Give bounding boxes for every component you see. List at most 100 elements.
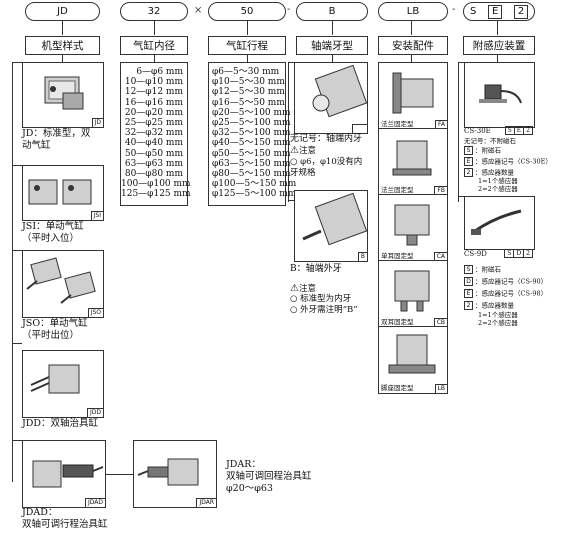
stroke-item: φ25—5～100 mm xyxy=(212,118,291,129)
sensor-count: 1=1个感应器 xyxy=(478,177,518,185)
sensor-n-code: 2 xyxy=(514,4,529,19)
cylinder-icon xyxy=(28,179,92,205)
bore-item: 25—φ25 mm xyxy=(124,118,183,129)
header-model: 机型样式 xyxy=(25,36,100,55)
connector xyxy=(411,19,412,35)
sensor-text: ：感应器记号（CS-90） xyxy=(475,277,548,286)
sensor-text: ：感应器数量 xyxy=(475,301,514,310)
code-bore-pill: 32 xyxy=(120,2,188,21)
mount-image-lb: 脚座固定型 LB xyxy=(378,326,448,394)
stroke-item: φ100—5～150 mm xyxy=(212,179,297,190)
cylinder-icon xyxy=(30,364,80,394)
stroke-item: φ12—5～30 mm xyxy=(212,87,285,98)
sensor-code-tag: S D 2 xyxy=(504,249,533,258)
connector xyxy=(458,62,464,63)
bullet-icon: ○ xyxy=(290,305,301,315)
note-text: φ6，φ10没有内 牙规格 xyxy=(290,157,363,178)
connector xyxy=(12,165,22,166)
clevis-mount-icon xyxy=(394,204,430,246)
mount-tag: CA xyxy=(433,252,447,261)
model-tag: JSI xyxy=(90,211,103,220)
connector xyxy=(497,52,498,62)
sensor-box: S xyxy=(464,265,473,274)
sensor-text: ：感应器记号（CS-98） xyxy=(475,289,548,298)
header-sensor: 附感应装置 xyxy=(463,36,535,55)
stroke-item: φ20—5～100 mm xyxy=(212,107,291,118)
bullet-icon: ○ xyxy=(290,294,301,304)
connector xyxy=(497,19,498,35)
connector xyxy=(154,19,155,35)
sensor-s-code: S xyxy=(469,6,477,17)
mount-tag: CB xyxy=(433,318,447,327)
bore-item: 125—φ125 mm xyxy=(121,189,191,200)
connector xyxy=(62,52,63,62)
bore-item: 20—φ20 mm xyxy=(124,107,183,118)
sensor-code-part: D xyxy=(513,250,523,257)
mount-tag: FA xyxy=(434,120,447,129)
sensor-code-part: 2 xyxy=(523,127,532,134)
connector xyxy=(12,440,22,441)
dash-separator: - xyxy=(452,4,456,15)
model-tag: JDAD xyxy=(84,498,105,507)
code-model-pill: JD xyxy=(25,2,100,21)
model-tag: JDD xyxy=(86,408,103,417)
sensor-line: 2：感应器数量 xyxy=(464,301,514,310)
sensor-code-part: S xyxy=(507,127,512,134)
bore-item: 16—φ16 mm xyxy=(124,97,183,108)
model-image-jd: JD xyxy=(22,62,104,128)
bore-item: 12—φ12 mm xyxy=(124,87,183,98)
sensor-code-part: 2 xyxy=(523,250,532,257)
stroke-item: φ40—5～150 mm xyxy=(212,138,291,149)
sensor-image-cs9d xyxy=(464,196,535,250)
stroke-item: φ80—5～150 mm xyxy=(212,169,291,180)
cylinder-icon xyxy=(26,257,96,304)
bore-item: 50—φ50 mm xyxy=(124,148,183,159)
sensor-text: ：附磁石 xyxy=(475,265,501,274)
connector xyxy=(12,343,22,344)
bullet-icon: ○ xyxy=(290,157,301,167)
sensor-code-part: E xyxy=(513,127,523,134)
bore-item: 80—φ80 mm xyxy=(124,169,183,180)
code-end-pill: B xyxy=(296,2,368,21)
code-sensor-pill: S E 2 xyxy=(463,2,535,21)
sensor-box: E xyxy=(464,289,473,298)
end-image-external: B xyxy=(294,190,368,262)
model-tag: JSO xyxy=(87,308,103,317)
code-stroke-pill: 50 xyxy=(208,2,286,21)
mount-label: 法兰固定型 xyxy=(381,120,414,129)
connector xyxy=(332,52,333,62)
model-tag: JDAR xyxy=(196,498,216,507)
sensor-box: S xyxy=(464,146,473,155)
connector xyxy=(332,19,333,35)
mount-image-cb: 双耳固定型 CB xyxy=(378,260,448,328)
sensor-count: 1=1个感应器 xyxy=(478,311,518,319)
sensor-text: ：感应器记号（CS-30E） xyxy=(475,157,552,166)
header-mount: 安装配件 xyxy=(378,36,448,55)
sensor-line: E：感应器记号（CS-30E） xyxy=(464,157,552,166)
model-caption-jso: JSO：单动气缸 （平时出位） xyxy=(22,318,88,341)
cylinder-icon xyxy=(44,76,84,110)
end-note-1-text: ○ φ6，φ10没有内 牙规格 xyxy=(290,157,362,179)
sensor-text: ：附磁石 xyxy=(475,146,501,155)
sensor-icon xyxy=(471,209,522,235)
note-text: 外牙需注明“B” xyxy=(300,305,358,315)
sensor-count: 2=2个感应器 xyxy=(478,185,518,193)
connector xyxy=(247,52,248,62)
mount-label: 法兰固定型 xyxy=(381,186,414,195)
sensor-model: CS-30E xyxy=(464,126,491,135)
sensor-none-note: 无记号：不附磁石 xyxy=(464,137,516,145)
sensor-box: D xyxy=(464,277,473,286)
mount-image-fa: 法兰固定型 FA xyxy=(378,62,448,130)
connector xyxy=(12,62,22,63)
clevis-mount-icon xyxy=(394,270,430,312)
stroke-item: φ6—5～30 mm xyxy=(212,67,280,77)
sensor-model-row: CS-9D S D 2 xyxy=(464,249,533,258)
header-bore: 气缸内径 xyxy=(120,36,188,55)
cylinder-icon xyxy=(312,64,367,118)
sensor-text: ：感应器数量 xyxy=(475,168,514,177)
cylinder-icon xyxy=(137,458,199,486)
end-external-caption: B：轴端外牙 xyxy=(290,264,342,274)
mount-label: 脚座固定型 xyxy=(381,384,414,393)
